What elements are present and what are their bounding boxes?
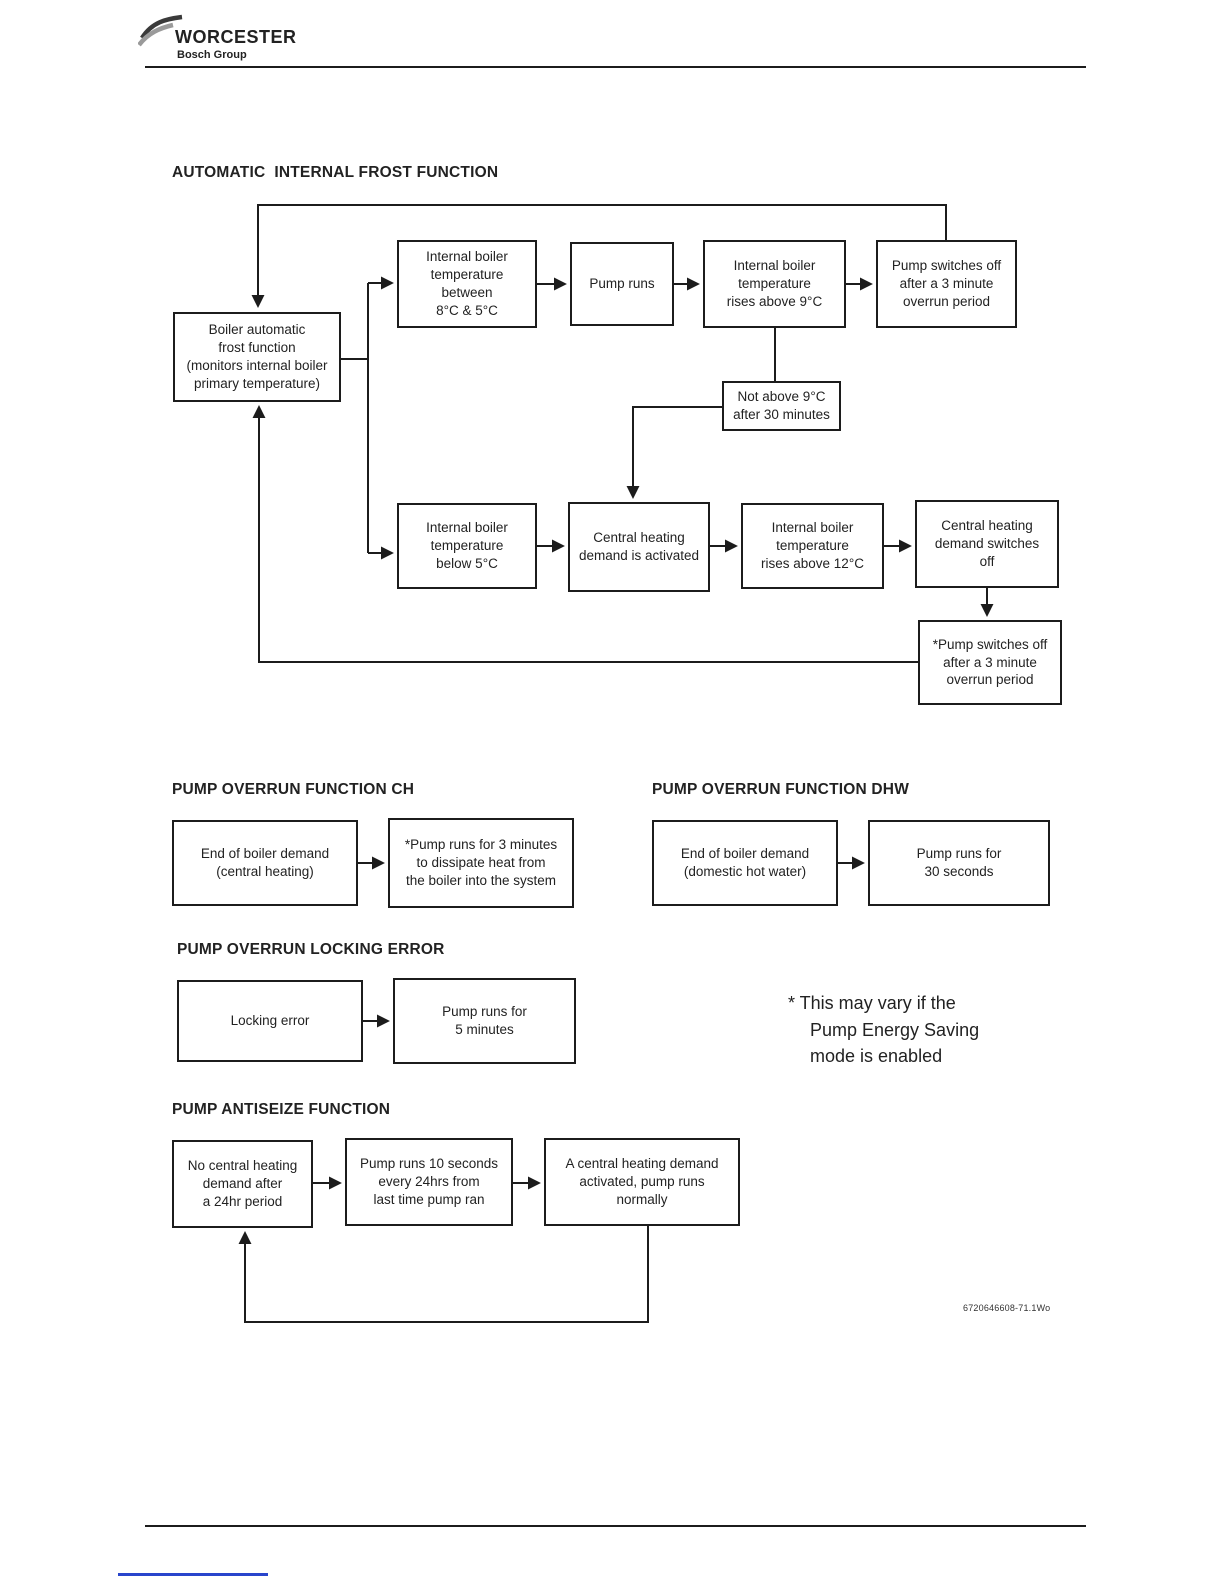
footer-rule — [145, 1525, 1086, 1527]
flow-box-pump-runs: Pump runs — [570, 242, 674, 326]
footer-link-bar — [118, 1573, 268, 1576]
locking-error-section-title: PUMP OVERRUN LOCKING ERROR — [177, 941, 445, 958]
flow-box-rises-above-9: Internal boiler temperature rises above … — [703, 240, 846, 328]
flow-box-rises-above-12: Internal boiler temperature rises above … — [741, 503, 884, 589]
flow-box-pump-30s: Pump runs for 30 seconds — [868, 820, 1050, 906]
worcester-logo-icon — [138, 14, 183, 47]
flow-box-end-demand-ch: End of boiler demand (central heating) — [172, 820, 358, 906]
brand-title: WORCESTER — [175, 27, 297, 47]
flow-box-pump-5min: Pump runs for 5 minutes — [393, 978, 576, 1064]
flow-box-ch-demand-activated: Central heating demand is activated — [568, 502, 710, 592]
flow-box-temp-between-8-5: Internal boiler temperature between 8°C … — [397, 240, 537, 328]
flow-box-end-demand-dhw: End of boiler demand (domestic hot water… — [652, 820, 838, 906]
flow-box-ch-demand-normal: A central heating demand activated, pump… — [544, 1138, 740, 1226]
antiseize-section-title: PUMP ANTISEIZE FUNCTION — [172, 1101, 391, 1118]
overrun-dhw-section-title: PUMP OVERRUN FUNCTION DHW — [652, 781, 910, 798]
energy-saving-note: * This may vary if the Pump Energy Savin… — [788, 993, 980, 1066]
flow-box-ch-demand-off: Central heating demand switches off — [915, 500, 1059, 588]
flow-box-frost-function: Boiler automatic frost function (monitor… — [173, 312, 341, 402]
frost-section-title: AUTOMATIC INTERNAL FROST FUNCTION — [172, 164, 499, 181]
header-rule — [145, 66, 1086, 68]
connector-antiseize-feedback — [238, 1226, 649, 1323]
connector-notabove-to-chdemand — [626, 406, 722, 499]
flow-box-pump-off-3min-star: *Pump switches off after a 3 minute over… — [918, 620, 1062, 705]
document-number: 6720646608-71.1Wo — [963, 1303, 1051, 1313]
brand-subtitle: Bosch Group — [177, 49, 247, 61]
flow-box-locking-error: Locking error — [177, 980, 363, 1062]
flow-box-no-ch-demand: No central heating demand after a 24hr p… — [172, 1140, 313, 1228]
flow-box-below-5: Internal boiler temperature below 5°C — [397, 503, 537, 589]
overrun-ch-section-title: PUMP OVERRUN FUNCTION CH — [172, 781, 415, 798]
flow-box-pump-10s-24hr: Pump runs 10 seconds every 24hrs from la… — [345, 1138, 513, 1226]
flow-box-pump-3min-dissipate: *Pump runs for 3 minutes to dissipate he… — [388, 818, 574, 908]
flow-box-pump-off-3min: Pump switches off after a 3 minute overr… — [876, 240, 1017, 328]
flow-box-not-above-9: Not above 9°C after 30 minutes — [722, 381, 841, 431]
